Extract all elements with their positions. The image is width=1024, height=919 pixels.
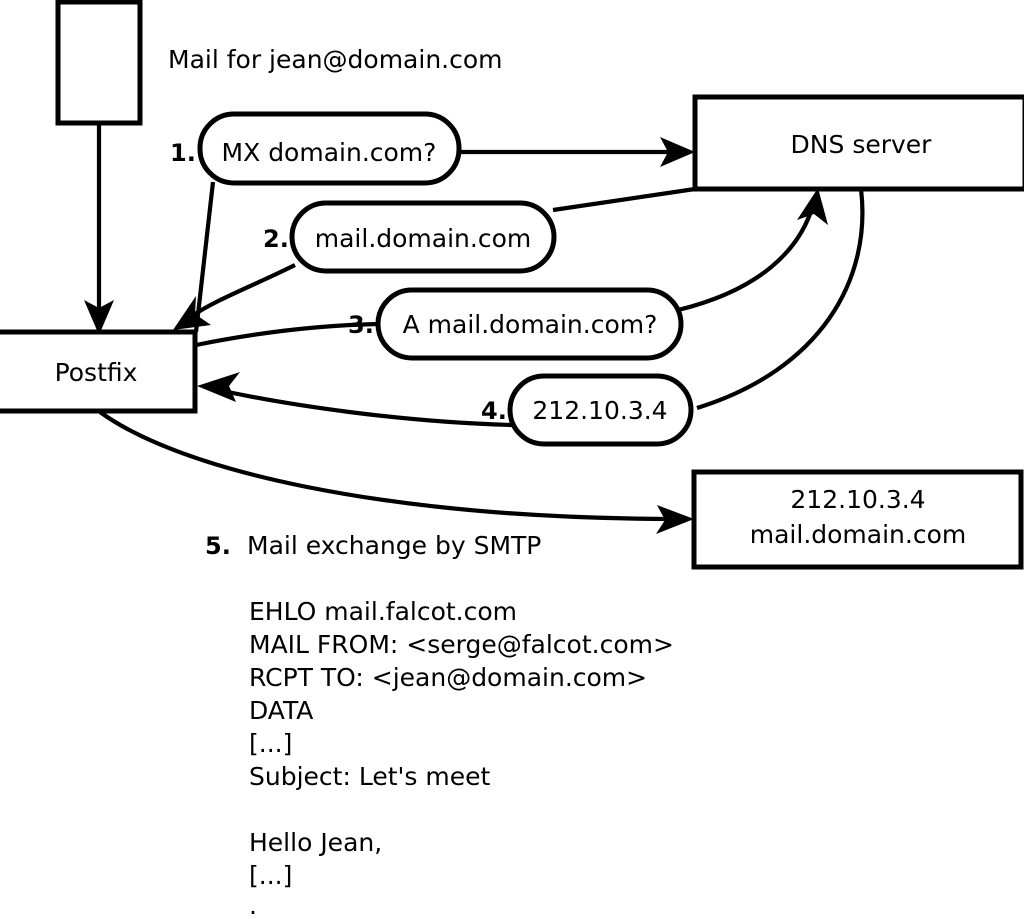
step-3-label: A mail.domain.com? xyxy=(403,310,658,339)
node-dns-server-label: DNS server xyxy=(791,130,933,159)
step-2-number: 2. xyxy=(263,225,289,253)
node-postfix-label: Postfix xyxy=(55,358,138,387)
edge-dns-to-step2 xyxy=(552,186,696,213)
step-1-bubble: 1. MX domain.com? xyxy=(170,111,462,186)
step-5-label: Mail exchange by SMTP xyxy=(247,531,541,560)
step-3-bubble: 3. A mail.domain.com? xyxy=(348,287,684,361)
edge-postfix-to-step3 xyxy=(195,321,379,348)
step-3-number: 3. xyxy=(348,311,374,339)
transcript-line: Subject: Let's meet xyxy=(249,762,490,791)
node-mail-server-host: mail.domain.com xyxy=(750,520,966,549)
transcript-line: EHLO mail.falcot.com xyxy=(249,597,517,626)
transcript-line: MAIL FROM: <serge@falcot.com> xyxy=(249,630,674,659)
node-dns-server: DNS server xyxy=(692,94,1024,192)
edge-step4-to-postfix xyxy=(197,372,513,428)
transcript-line: . xyxy=(249,891,257,919)
edge-step3-to-dns xyxy=(677,188,828,313)
transcript-line: RCPT TO: <jean@domain.com> xyxy=(249,663,647,692)
edge-step1-from-postfix xyxy=(193,181,216,333)
edge-step2-to-postfix xyxy=(173,263,296,330)
step-4-bubble: 4. 212.10.3.4 xyxy=(481,373,694,447)
node-postfix: Postfix xyxy=(0,329,198,414)
transcript-line: [...] xyxy=(249,729,292,758)
node-mail-server-ip: 212.10.3.4 xyxy=(790,485,925,514)
transcript-line: DATA xyxy=(249,696,313,725)
step-5-number: 5. xyxy=(205,532,231,560)
node-mail-server: 212.10.3.4 mail.domain.com xyxy=(691,469,1024,570)
edge-source-to-postfix xyxy=(84,123,114,335)
smtp-transcript: EHLO mail.falcot.com MAIL FROM: <serge@f… xyxy=(249,597,674,919)
edge-dns-to-step4 xyxy=(696,188,865,411)
step-4-label: 212.10.3.4 xyxy=(532,396,667,425)
edge-postfix-to-mailserver xyxy=(98,410,694,534)
node-source-box xyxy=(55,0,143,126)
transcript-line: [...] xyxy=(249,861,292,890)
transcript-line: Hello Jean, xyxy=(249,828,382,857)
step-5-caption: 5. Mail exchange by SMTP xyxy=(205,531,541,560)
step-1-label: MX domain.com? xyxy=(222,138,437,167)
diagram-caption: Mail for jean@domain.com xyxy=(168,45,503,74)
step-4-number: 4. xyxy=(481,397,507,425)
step-2-bubble: 2. mail.domain.com xyxy=(263,200,557,274)
step-1-number: 1. xyxy=(170,139,196,167)
edge-step1-to-dns xyxy=(458,137,695,167)
step-2-label: mail.domain.com xyxy=(315,224,531,253)
